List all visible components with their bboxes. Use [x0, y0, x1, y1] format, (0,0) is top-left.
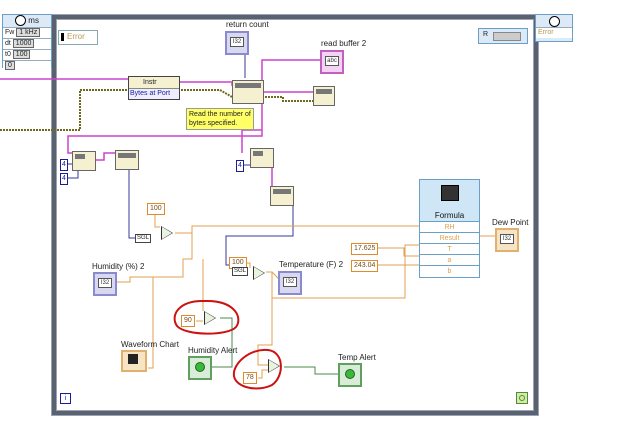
while-loop-frame[interactable] [52, 15, 538, 415]
shift-value-box [493, 32, 521, 41]
humidity-indicator[interactable]: I32 [93, 272, 117, 296]
error-marker [61, 33, 64, 41]
right-shift-terminal[interactable]: R [478, 28, 528, 44]
return-count-indicator[interactable]: I32 [225, 31, 249, 55]
timing-row-dt[interactable]: dt 1000 [3, 38, 51, 49]
stop-terminal[interactable] [516, 392, 528, 404]
led-icon [195, 362, 205, 372]
string-subset-node-temp[interactable] [250, 148, 274, 168]
temp-alert-indicator[interactable] [338, 363, 362, 387]
timing-row-extra[interactable]: 0 [3, 60, 51, 71]
formula-node[interactable]: Formula RH Result T a b [419, 179, 480, 278]
wire-error-3 [262, 96, 313, 102]
wire-const-a [376, 247, 419, 257]
wire-78 [258, 369, 268, 379]
wire-temp-alert [284, 366, 338, 375]
wire-error-in [0, 89, 128, 131]
waveform-chart-label: Waveform Chart [121, 340, 179, 349]
constant-243-04[interactable]: 243.04 [351, 260, 379, 272]
int-constant-b[interactable]: 4 [60, 173, 68, 185]
temperature-label: Temperature (F) 2 [279, 260, 344, 269]
visa-close-node[interactable] [313, 86, 335, 106]
divide-temp[interactable] [253, 266, 265, 280]
wire-visa-ref-4 [67, 86, 263, 154]
timing-unit: ms [28, 16, 39, 25]
formula-row-a[interactable]: a [420, 254, 479, 266]
wire-temp-num [225, 201, 294, 266]
formula-row-t[interactable]: T [420, 243, 479, 255]
iteration-terminal: i [60, 393, 71, 404]
led-icon [345, 369, 355, 379]
to-sgl-humidity[interactable]: SGL [135, 234, 152, 243]
formula-row-result[interactable]: Result [420, 232, 479, 244]
timing-terminal-block[interactable]: ms Fw 1 kHz dt 1000 t0 100 0 [2, 14, 52, 71]
visa-read-node[interactable] [232, 80, 264, 104]
wire-visa-ref-3 [261, 59, 322, 86]
wire-hum-alert [212, 317, 233, 368]
temperature-indicator[interactable]: I32 [278, 271, 302, 295]
comment-read-bytes: Read the number of bytes specified. [186, 108, 254, 130]
stop-icon [519, 395, 525, 401]
humidity-alert-label: Humidity Alert [188, 346, 238, 355]
return-count-label: return count [226, 20, 269, 29]
formula-icon [441, 185, 459, 201]
decimal-string-node-humidity[interactable] [115, 150, 139, 170]
wire-split-a [94, 152, 115, 161]
greater-or-equal-temp[interactable] [268, 359, 280, 373]
formula-row-rh[interactable]: RH [420, 221, 479, 233]
greater-or-equal-humidity[interactable] [204, 311, 216, 325]
divide-humidity[interactable] [161, 226, 173, 240]
dew-point-label: Dew Point [492, 218, 529, 227]
right-error-terminal[interactable]: Error [535, 14, 573, 42]
humidity-label: Humidity (%) 2 [92, 262, 145, 271]
constant-78[interactable]: 78 [243, 372, 257, 384]
string-subset-node-humidity[interactable] [72, 151, 96, 171]
wire-error-2 [178, 89, 233, 98]
wire-hum-ind [117, 233, 193, 283]
chart-icon [128, 354, 138, 364]
decimal-string-node-temp[interactable] [270, 186, 294, 206]
timing-row-t0[interactable]: t0 100 [3, 49, 51, 60]
constant-100-humidity[interactable]: 100 [147, 203, 165, 215]
wire-temp-out [266, 244, 419, 299]
clock-icon [15, 15, 27, 27]
waveform-chart-indicator[interactable] [121, 350, 147, 372]
wire-temp-cmp [257, 298, 273, 366]
clock-icon [548, 16, 560, 27]
timing-row-fw[interactable]: Fw 1 kHz [3, 27, 51, 38]
wire-hum-chart [148, 277, 154, 369]
wire-read-buffer-2 [241, 129, 262, 153]
constant-17-625[interactable]: 17.625 [351, 243, 379, 255]
wire-visa-ref-2 [178, 81, 233, 86]
wire-hum-num [128, 170, 136, 239]
int-constant-a[interactable]: 4 [60, 159, 68, 171]
dew-point-indicator[interactable]: I32 [495, 228, 519, 252]
constant-90[interactable]: 90 [181, 315, 195, 327]
temp-alert-label: Temp Alert [338, 353, 376, 362]
read-buffer-indicator[interactable]: abc [320, 50, 344, 74]
to-sgl-temp[interactable]: SGL [232, 267, 249, 276]
read-buffer-label: read buffer 2 [321, 39, 367, 48]
annotation-circle-78 [232, 348, 282, 390]
humidity-alert-indicator[interactable] [188, 356, 212, 380]
left-error-terminal[interactable]: Error [58, 30, 98, 45]
property-node[interactable]: Instr Bytes at Port [128, 76, 180, 100]
formula-row-b[interactable]: b [420, 265, 479, 277]
annotation-circle-90 [173, 299, 240, 335]
wire-hum-100 [154, 214, 160, 228]
wire-hum-out [175, 225, 419, 234]
int-constant-c[interactable]: 4 [236, 160, 244, 172]
